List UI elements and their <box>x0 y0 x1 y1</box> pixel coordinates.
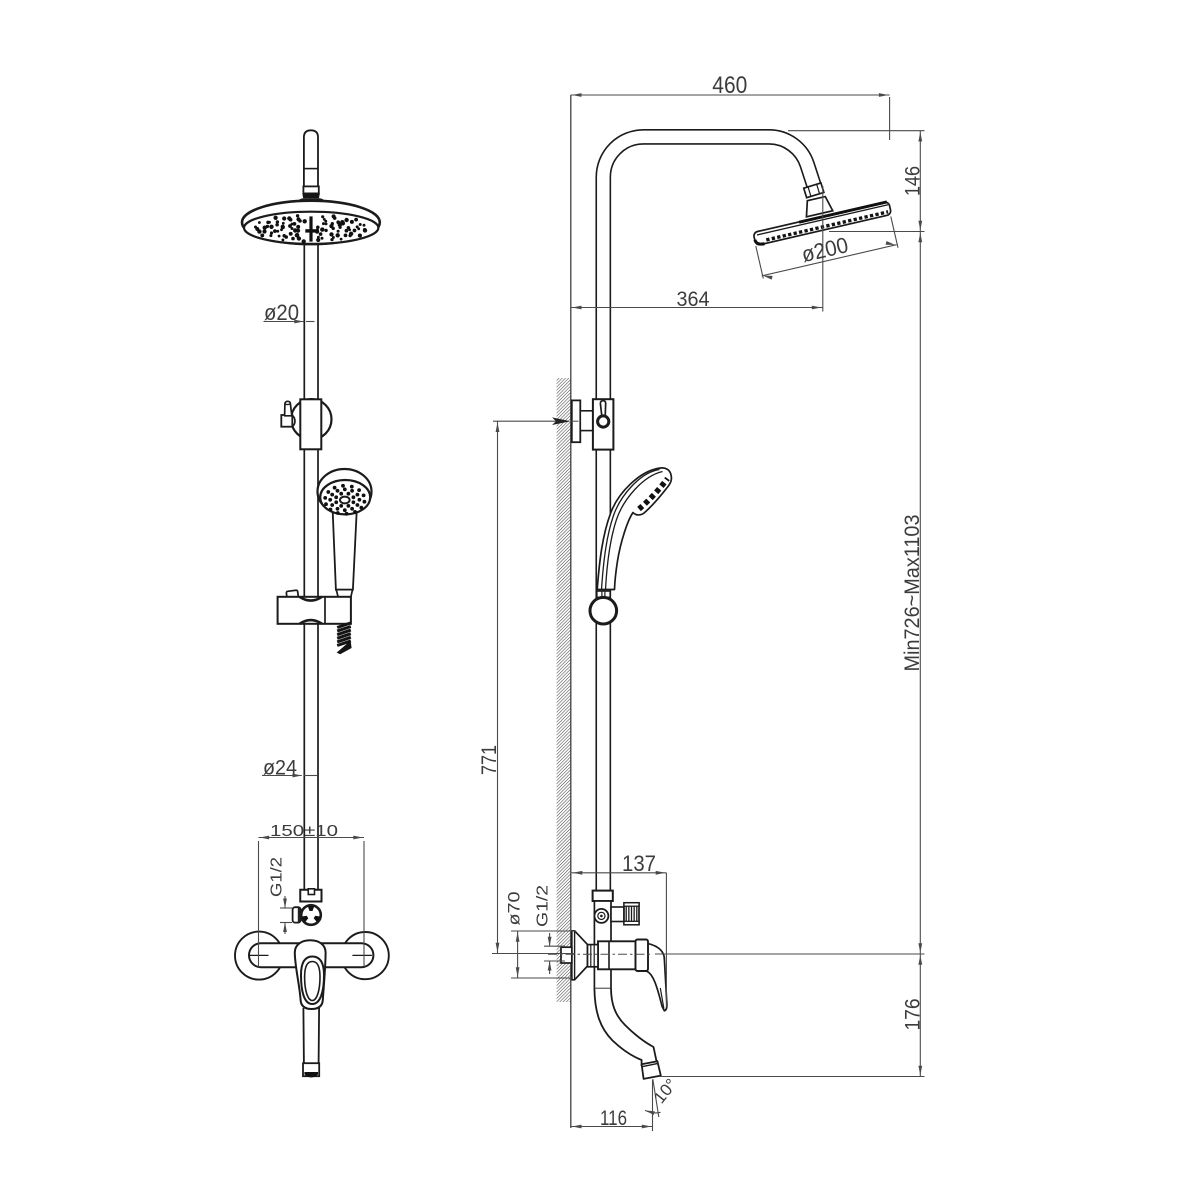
svg-text:771: 771 <box>478 745 501 775</box>
svg-text:G1/2: G1/2 <box>535 885 552 927</box>
svg-text:G1/2: G1/2 <box>269 857 286 897</box>
svg-text:364: 364 <box>677 288 710 311</box>
svg-text:176: 176 <box>902 999 925 1031</box>
svg-text:460: 460 <box>712 72 747 99</box>
svg-text:137: 137 <box>622 851 656 876</box>
svg-text:Min726~Max1103: Min726~Max1103 <box>901 515 924 672</box>
svg-text:ø70: ø70 <box>505 892 524 926</box>
svg-text:116: 116 <box>600 1107 627 1130</box>
svg-text:ø20: ø20 <box>264 300 299 325</box>
svg-text:150±10: 150±10 <box>270 823 338 840</box>
svg-text:ø24: ø24 <box>263 757 297 780</box>
svg-text:146: 146 <box>902 166 925 196</box>
